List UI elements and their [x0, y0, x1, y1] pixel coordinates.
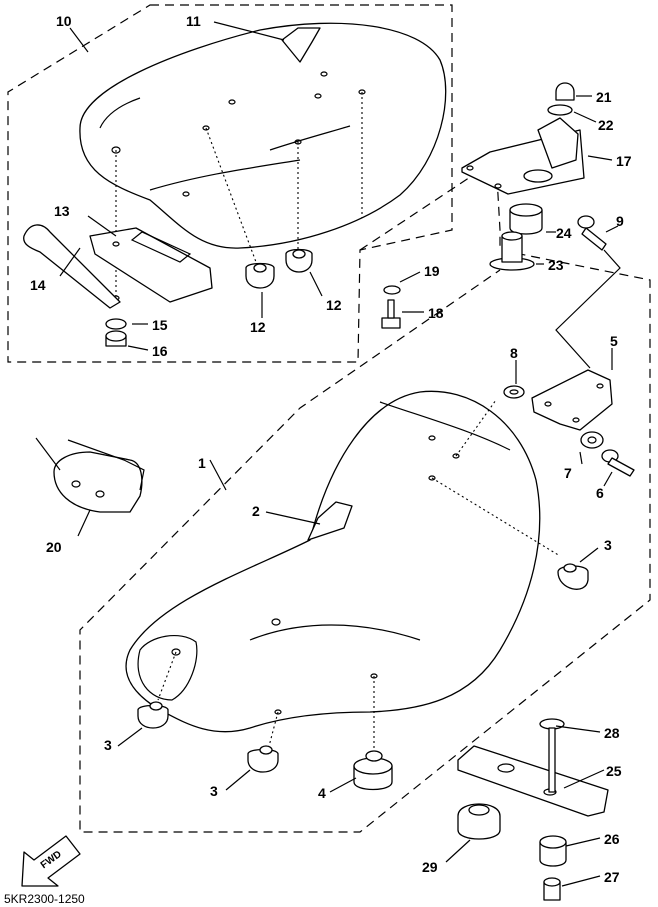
- callout-18: 18: [428, 305, 444, 321]
- callout-12b: 12: [326, 297, 342, 313]
- callout-26: 26: [604, 831, 620, 847]
- collar-27: [543, 877, 561, 901]
- washer-22: [547, 104, 573, 116]
- callout-3b: 3: [104, 737, 112, 753]
- collar-23: [489, 231, 535, 271]
- front-damper-3-right: [557, 563, 589, 590]
- callout-6: 6: [596, 485, 604, 501]
- bracket-17: [461, 117, 585, 195]
- rear-seat-strap: [23, 224, 121, 309]
- callout-21: 21: [596, 89, 612, 105]
- callout-labels: 1 2 3 3 3 4 5 6 7 8 9 10 11 12 12 13 14 …: [30, 13, 632, 885]
- bolt-18: [381, 299, 401, 329]
- callout-1: 1: [198, 455, 206, 471]
- callout-8: 8: [510, 345, 518, 361]
- rear-seat-bracket: [89, 227, 213, 303]
- callout-5: 5: [610, 333, 618, 349]
- front-damper-3-center: [247, 745, 279, 773]
- damper-26: [539, 835, 567, 867]
- callout-3a: 3: [604, 537, 612, 553]
- front-damper-3-left: [137, 701, 169, 729]
- leader-lines: [59, 21, 619, 887]
- callout-4: 4: [318, 785, 326, 801]
- damper-24: [509, 203, 543, 235]
- damper-29: [457, 803, 501, 840]
- diagram-code: 5KR2300-1250: [4, 892, 85, 906]
- callout-12a: 12: [250, 319, 266, 335]
- callout-2: 2: [252, 503, 260, 519]
- callout-20: 20: [46, 539, 62, 555]
- callout-14: 14: [30, 277, 46, 293]
- nut-16: [105, 330, 127, 347]
- callout-17: 17: [616, 153, 632, 169]
- callout-11: 11: [186, 13, 201, 29]
- washer-15: [105, 318, 127, 330]
- bolt-6: [601, 449, 635, 477]
- rear-seat-pad: [79, 22, 447, 249]
- callout-9: 9: [616, 213, 624, 229]
- front-seat-pad: [125, 390, 541, 733]
- washer-19: [383, 285, 401, 295]
- callout-29: 29: [422, 859, 438, 875]
- callout-16: 16: [152, 343, 168, 359]
- collar-7: [580, 431, 604, 449]
- callout-3c: 3: [210, 783, 218, 799]
- callout-24: 24: [556, 225, 572, 241]
- bolt-9: [577, 215, 607, 251]
- cap-nut-21: [555, 82, 575, 101]
- plate-25: [457, 745, 609, 817]
- bracket-5: [531, 369, 613, 431]
- callout-23: 23: [548, 257, 564, 273]
- forward-arrow-icon: FWD: [21, 835, 81, 887]
- rear-bracket-group-outline: [79, 158, 651, 833]
- callout-13: 13: [54, 203, 70, 219]
- callout-7: 7: [564, 465, 572, 481]
- callout-22: 22: [598, 117, 614, 133]
- callout-27: 27: [604, 869, 620, 885]
- callout-25: 25: [606, 763, 622, 779]
- front-damper-4: [353, 750, 393, 791]
- rear-damper-right: [285, 248, 313, 273]
- callout-19: 19: [424, 263, 440, 279]
- callout-28: 28: [604, 725, 620, 741]
- collar-8: [503, 385, 525, 399]
- callout-15: 15: [152, 317, 168, 333]
- rear-seat-group-outline: [7, 4, 453, 363]
- seat-lock-20: [35, 437, 145, 513]
- rear-damper-left: [245, 262, 275, 289]
- callout-10: 10: [56, 13, 72, 29]
